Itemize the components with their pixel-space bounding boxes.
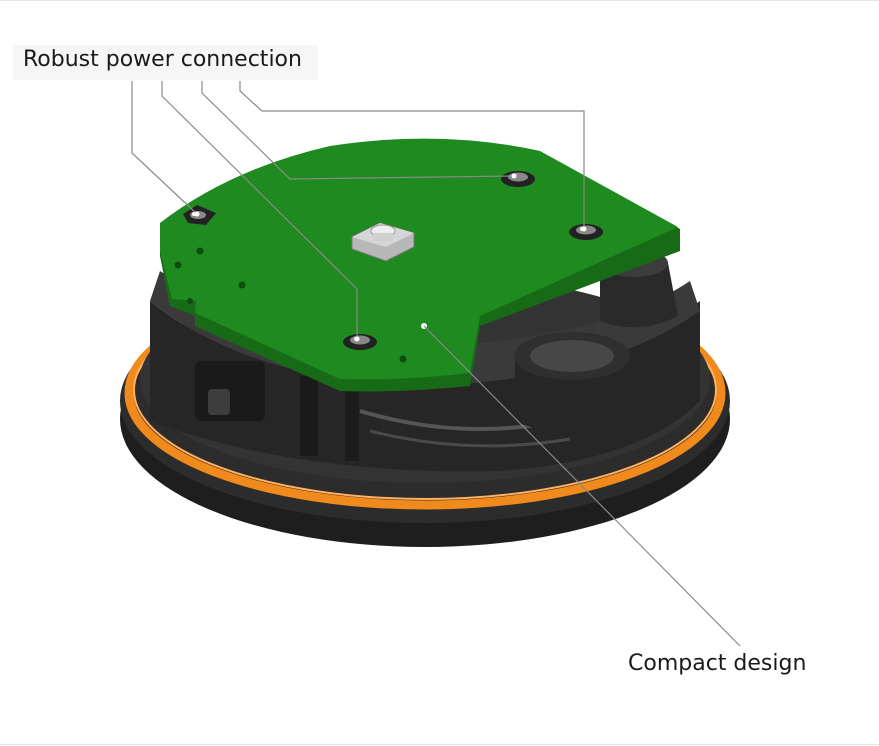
inner-ring-2 — [369, 429, 571, 448]
leader-dot — [511, 173, 517, 179]
callout-label-power: Robust power connection — [13, 45, 318, 80]
cable-gland-front-hole — [530, 340, 614, 372]
tactile-switch-icon — [351, 222, 415, 262]
leader-dot — [194, 211, 200, 217]
housing-rib-1 — [300, 376, 318, 456]
pcb-hole — [174, 261, 182, 269]
leader-line-compact — [423, 325, 741, 647]
mounting-screw-icon — [343, 334, 377, 350]
pcb-hole — [196, 247, 204, 255]
mounting-screw-icon — [501, 171, 535, 187]
pcb-hole — [399, 355, 407, 363]
pcb-board — [160, 138, 678, 380]
leader-dot — [581, 226, 587, 232]
leader-dot — [354, 336, 360, 342]
mounting-screw-icon — [569, 224, 603, 240]
housing-window-left — [195, 361, 265, 421]
pcb-hole — [187, 298, 193, 304]
leader-lines-power — [131, 81, 585, 339]
pcb-hole — [238, 281, 246, 289]
housing-rib-2 — [345, 386, 359, 461]
housing-window-left-inner — [208, 389, 230, 415]
callout-label-compact: Compact design — [628, 651, 807, 676]
